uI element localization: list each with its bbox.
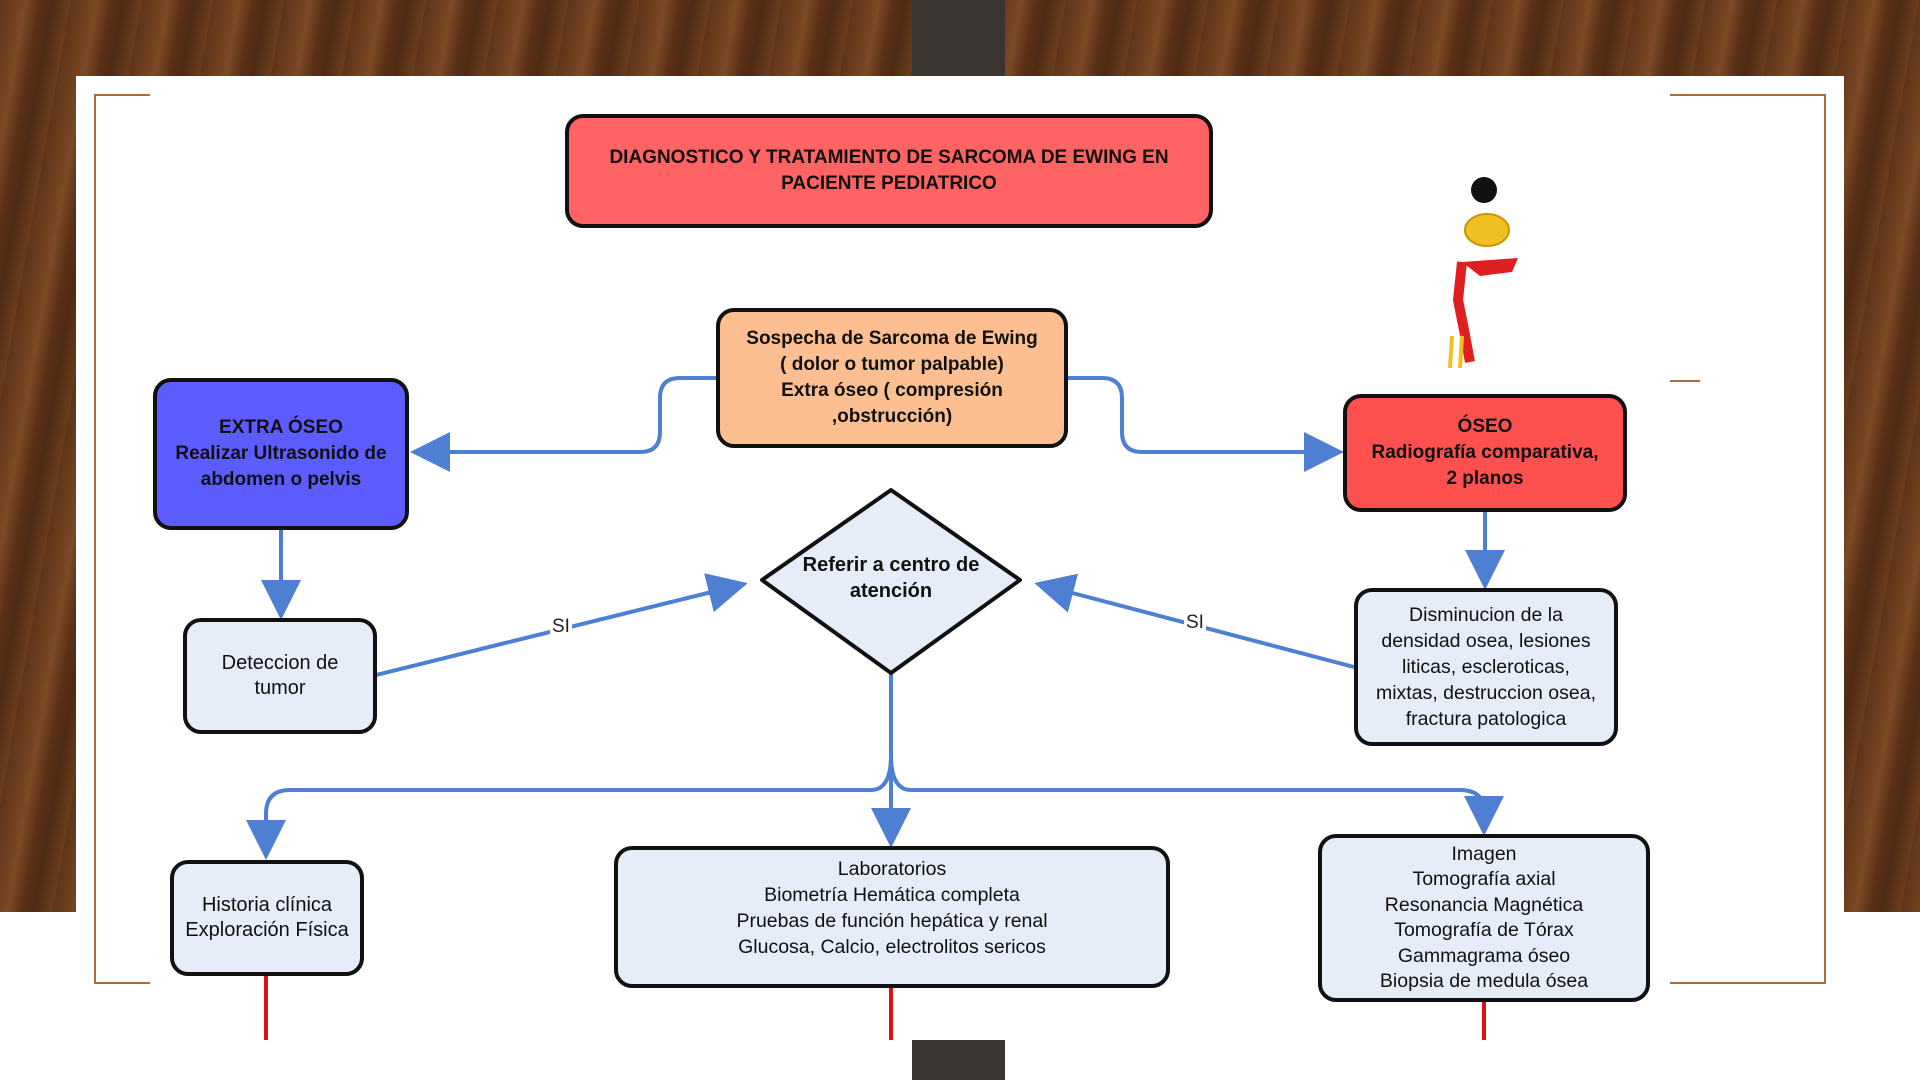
- frame-line: [1670, 982, 1826, 984]
- frame-line: [1824, 94, 1826, 984]
- decorative-figure: [1448, 177, 1518, 369]
- frame-line: [94, 94, 150, 96]
- decision-diamond: [760, 488, 1022, 675]
- arrow-suspect-to-oseo: [1068, 376, 1344, 472]
- frame-line: [94, 94, 96, 984]
- frame-line: [1670, 380, 1700, 382]
- oseo-box: ÓSEO Radiografía comparativa, 2 planos: [1343, 394, 1627, 512]
- edge-label-right: SI: [1184, 612, 1206, 634]
- arrow-decision-to-imagen: [889, 754, 1504, 836]
- title-box: DIAGNOSTICO Y TRATAMIENTO DE SARCOMA DE …: [565, 114, 1213, 228]
- frame-line: [94, 982, 150, 984]
- imagen-box: Imagen Tomografía axial Resonancia Magné…: [1318, 834, 1650, 1002]
- bottom-strap: [912, 1040, 1005, 1080]
- labs-box: Laboratorios Biometría Hemática completa…: [614, 846, 1170, 988]
- historia-box: Historia clínica Exploración Física: [170, 860, 364, 976]
- density-box: Disminucion de la densidad osea, lesione…: [1354, 588, 1618, 746]
- arrow-suspect-to-extra: [410, 376, 716, 472]
- suspect-box: Sospecha de Sarcoma de Ewing ( dolor o t…: [716, 308, 1068, 448]
- extra-oseo-box: EXTRA ÓSEO Realizar Ultrasonido de abdom…: [153, 378, 409, 530]
- decision-text: Referir a centro de atención: [802, 554, 980, 602]
- tumor-box: Deteccion de tumor: [183, 618, 377, 734]
- edge-label-left: SI: [550, 616, 572, 638]
- frame-line: [1670, 94, 1826, 96]
